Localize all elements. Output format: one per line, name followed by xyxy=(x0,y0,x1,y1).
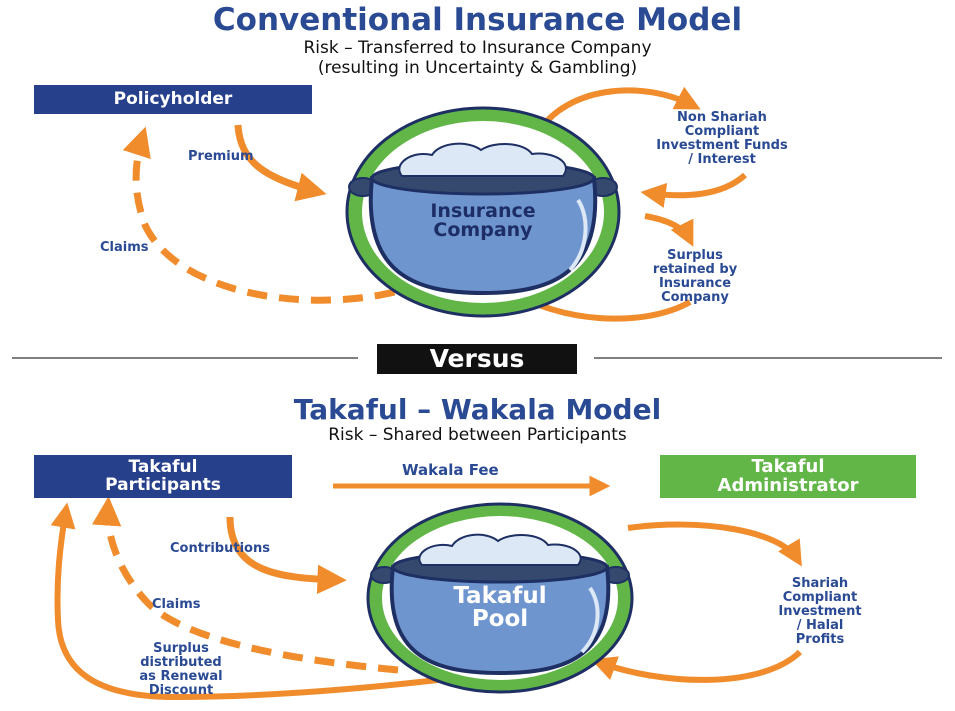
premium-arrow xyxy=(234,124,327,202)
shariah-investment-label: Shariah Compliant Investment / Halal Pro… xyxy=(778,576,862,647)
takaful-participants-box: Takaful Participants xyxy=(34,455,292,498)
wakala-fee-label: Wakala Fee xyxy=(402,461,499,479)
takaful-claims-arrow xyxy=(91,496,399,674)
surplus-retained-label: Surplus retained by Insurance Company xyxy=(652,248,738,305)
contributions-arrow xyxy=(226,516,347,595)
surplus-out-arrow xyxy=(644,213,694,247)
takaful-title: Takaful – Wakala Model xyxy=(293,393,662,426)
policyholder-label: Policyholder xyxy=(113,88,233,109)
takaful-administrator-box: Takaful Administrator xyxy=(660,455,916,498)
surplus-distributed-label: Surplus distributed as Renewal Discount xyxy=(139,641,223,698)
takaful-investment-out-arrow xyxy=(627,521,802,567)
insurance-company-label: Insurance Company xyxy=(430,200,536,241)
investment-out-arrow xyxy=(535,86,701,135)
investment-return-arrow xyxy=(640,172,748,208)
claims-label: Claims xyxy=(100,240,149,255)
policyholder-box: Policyholder xyxy=(34,85,312,114)
surplus-distributed-arrow xyxy=(50,502,439,701)
takaful-subtitle: Risk – Shared between Participants xyxy=(328,425,627,445)
contributions-label: Contributions xyxy=(170,541,270,556)
takaful-claims-label: Claims xyxy=(152,597,201,612)
premium-label: Premium xyxy=(188,149,254,164)
conventional-subtitle-line1: Risk – Transferred to Insurance Company xyxy=(303,38,652,58)
takaful-pool-label: Takaful Pool xyxy=(453,583,547,632)
versus-banner: Versus xyxy=(377,344,577,374)
insurance-company-pot xyxy=(345,106,621,318)
claims-arrow xyxy=(122,126,427,304)
non-shariah-investment-label: Non Shariah Compliant Investment Funds /… xyxy=(656,110,788,167)
takaful-investment-return-arrow xyxy=(590,649,803,683)
conventional-subtitle-line2: (resulting in Uncertainty & Gambling) xyxy=(317,58,638,78)
conventional-title: Conventional Insurance Model xyxy=(212,2,743,38)
takaful-pool-pot xyxy=(366,502,634,694)
